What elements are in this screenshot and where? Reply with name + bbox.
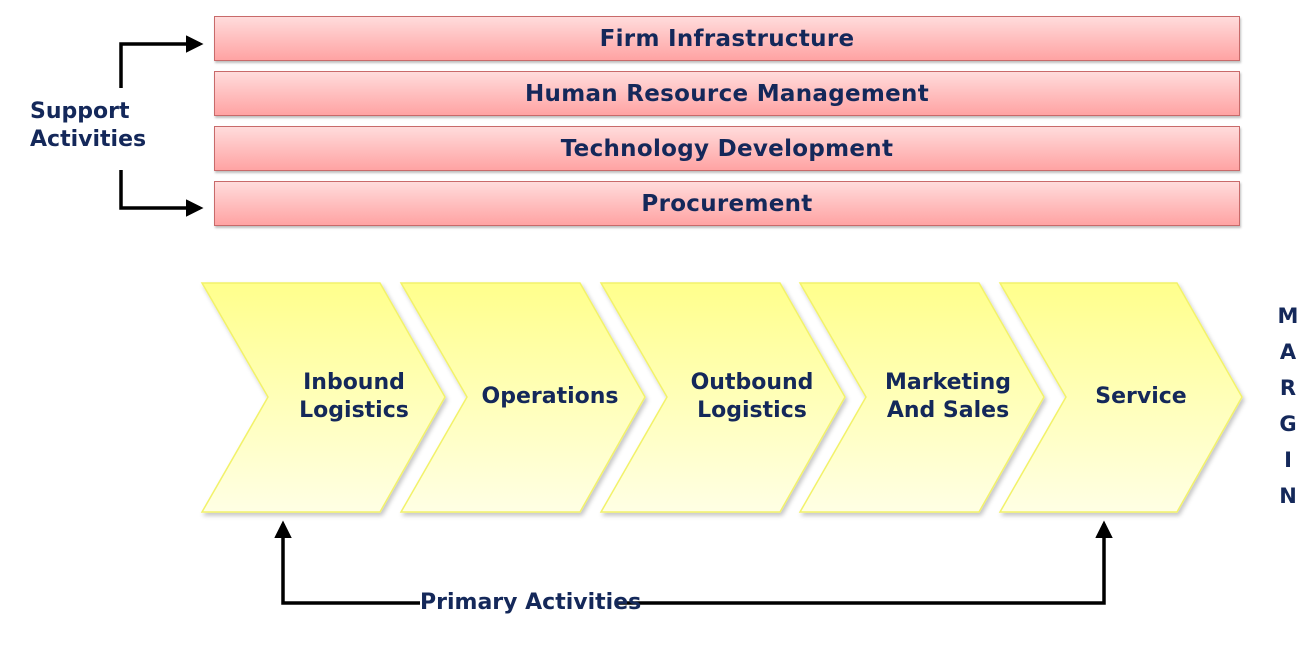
chevron-label-line1: Outbound xyxy=(690,370,814,395)
support-bar-label: Procurement xyxy=(641,190,813,217)
chevron-outbound-logistics: Outbound Logistics xyxy=(664,282,840,512)
primary-arrow-left-icon xyxy=(274,520,420,605)
chevron-inbound-logistics: Inbound Logistics xyxy=(268,282,440,512)
margin-letter: M xyxy=(1277,304,1299,328)
support-bar-label: Human Resource Management xyxy=(524,80,930,107)
margin-letter: G xyxy=(1279,412,1297,436)
chevron-operations: Operations xyxy=(452,282,648,512)
chevron-label-line1: Operations xyxy=(481,384,619,409)
support-bar-firm-infrastructure: Firm Infrastructure xyxy=(214,16,1240,61)
support-label-line1: Support xyxy=(30,99,130,124)
margin-label: M A R G I N xyxy=(1272,298,1304,514)
chevron-label-line1: Marketing xyxy=(884,370,1012,395)
chevron-label-line1: Inbound xyxy=(303,370,405,395)
support-activities-label: Support Activities xyxy=(30,98,190,154)
margin-letter: N xyxy=(1279,484,1297,508)
support-arrow-top-icon xyxy=(119,35,204,88)
chevron-label-line2: And Sales xyxy=(886,398,1010,423)
chevron-label-line2: Logistics xyxy=(697,398,807,423)
support-arrow-bottom-icon xyxy=(119,170,204,217)
support-bar-procurement: Procurement xyxy=(214,181,1240,226)
primary-bracket xyxy=(274,520,1113,605)
primary-activities-label: Primary Activities xyxy=(420,590,642,615)
margin-letter: I xyxy=(1284,448,1292,472)
chevron-label-line2: Logistics xyxy=(299,398,409,423)
margin-letter: R xyxy=(1279,376,1297,400)
chevron-service: Service xyxy=(1066,282,1216,512)
chevron-label-line1: Service xyxy=(1095,384,1187,409)
margin-letter: A xyxy=(1279,340,1297,364)
support-bar-label: Technology Development xyxy=(560,135,894,162)
support-bar-technology-development: Technology Development xyxy=(214,126,1240,171)
chevron-marketing-and-sales: Marketing And Sales xyxy=(858,282,1038,512)
support-bar-label: Firm Infrastructure xyxy=(599,25,855,52)
primary-arrow-right-icon xyxy=(617,520,1113,605)
support-bar-human-resource-management: Human Resource Management xyxy=(214,71,1240,116)
support-label-line2: Activities xyxy=(30,127,147,152)
